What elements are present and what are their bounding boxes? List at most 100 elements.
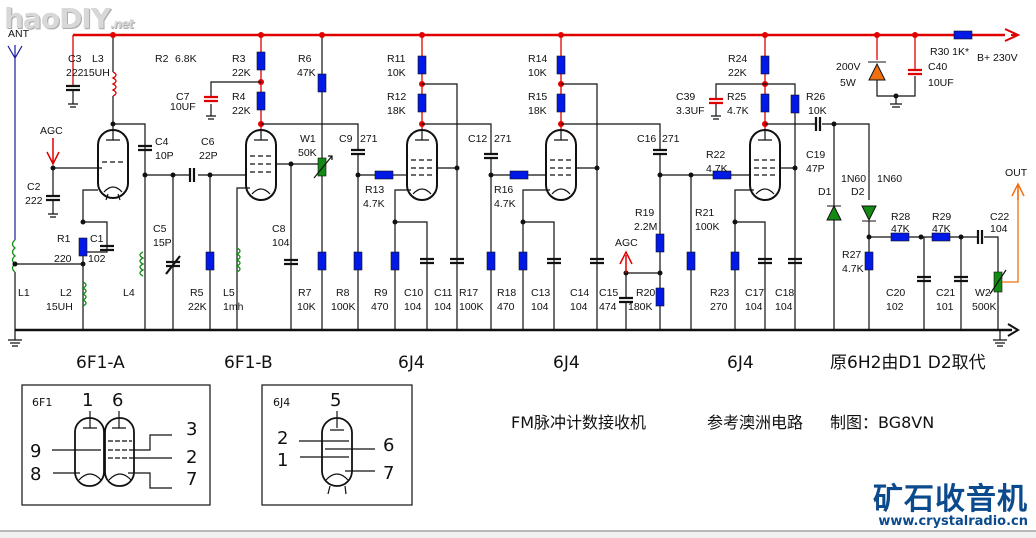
c10-value: 104 [404,301,422,313]
c9-value: 271 [360,133,378,145]
r7-value: 10K [297,301,316,313]
w2-value: 500K [972,301,997,313]
svg-text:9: 9 [30,441,41,462]
c1-capacitor [100,244,114,252]
c11-capacitor [450,257,464,265]
c18-label: C18 [775,287,794,299]
c8-value: 104 [272,237,290,249]
r18-value: 470 [497,301,515,313]
stage-label: 6F1-A [76,353,125,373]
agc-label: AGC [615,237,638,249]
r18-label: R18 [497,287,516,299]
r29-label: R29 [932,211,951,223]
svg-text:6J4: 6J4 [273,396,290,409]
d2-value: 1N60 [877,173,902,185]
d2-label: D2 [851,186,865,198]
c39-electrolytic-capacitor [709,97,723,105]
r16-value: 4.7K [494,198,516,210]
c6-label: C6 [201,136,215,148]
c22-label: C22 [990,211,1009,223]
c4-value: 10P [155,150,174,162]
svg-text:5: 5 [330,390,341,411]
c11-label: C11 [434,287,453,299]
w1-potentiometer [317,157,327,177]
r30-resistor [953,30,973,40]
c7-electrolytic-capacitor [204,95,218,103]
r4-label: R4 [232,91,246,103]
d1-label: D1 [818,186,832,198]
caption-author: 制图：BG8VN [830,413,934,432]
r19-label: R19 [635,207,654,219]
r2-label: R2 [155,53,169,65]
r25-label: R25 [727,91,746,103]
r7-resistor [317,251,327,271]
r9-resistor [390,251,400,271]
r6-label: R6 [298,53,312,65]
r27-value: 4.7K [842,263,864,275]
agc-label: AGC [40,125,63,137]
r12-value: 18K [387,105,406,117]
r3-value: 22K [232,67,251,79]
ground-symbol-icon [8,330,22,347]
pinout-6j4: 6J4 5 2 1 6 7 [261,384,413,506]
c4-capacitor [138,144,152,152]
c40-label: C40 [928,61,947,73]
c8-label: C8 [272,223,286,235]
c17-value: 104 [745,301,763,313]
r19-resistor [655,233,665,253]
r1-label: R1 [57,233,71,245]
stage-label: 6J4 [553,353,580,373]
r15-resistor [556,93,566,113]
r25-value: 4.7K [727,105,749,117]
r16-label: R16 [494,184,513,196]
antenna-label: ANT [8,28,30,40]
agc-arrow-icon [619,250,633,273]
r20-label: R20 [636,287,655,299]
c20-value: 102 [886,301,904,313]
c8-capacitor [284,258,298,266]
c21-value: 101 [936,301,954,313]
stage-label: 6J4 [398,353,425,373]
c18-capacitor [788,257,802,265]
r29-value: 47K [932,223,951,235]
c9-label: C9 [339,133,353,145]
c1-label: C1 [90,233,104,245]
c10-capacitor [420,257,434,265]
c13-capacitor [547,257,561,265]
zener-wattage: 5W [840,77,856,89]
stage-label: 6F1-B [224,353,273,373]
c15-label: C15 [599,287,618,299]
c14-capacitor [590,257,604,265]
l4-inductor [139,251,145,277]
r15-label: R15 [528,91,547,103]
c9-capacitor [351,148,365,156]
zener-diode [868,61,886,81]
r26-resistor [790,94,800,114]
c3-label: C3 [68,53,82,65]
svg-text:1: 1 [277,450,288,471]
r2-value: 6.8K [175,53,197,65]
c19-value: 47P [806,163,825,175]
tube-v1-6f1a [97,129,129,201]
svg-text:2: 2 [186,447,197,468]
c40-electrolytic-capacitor [908,68,922,76]
c16-capacitor [653,148,667,156]
c19-label: C19 [806,149,825,161]
pinout-6f1: 6F1 1 6 9 8 3 2 7 [21,384,211,506]
r18-resistor [518,251,528,271]
c4-label: C4 [155,136,169,148]
c14-label: C14 [570,287,589,299]
caption-reference: 参考澳洲电路 [707,413,803,432]
brand-url: www.crystalradio.cn [878,514,1028,529]
l3-inductor [111,71,117,97]
l2-value: 15UH [46,301,73,313]
c15-capacitor [619,296,633,304]
r4-value: 22K [232,105,251,117]
r5-resistor [205,251,215,271]
l5-value: 1mh [223,301,244,313]
r25-resistor [760,93,770,113]
c7-value: 10UF [170,101,196,113]
r23-resistor [730,251,740,271]
c2-capacitor [46,194,60,202]
